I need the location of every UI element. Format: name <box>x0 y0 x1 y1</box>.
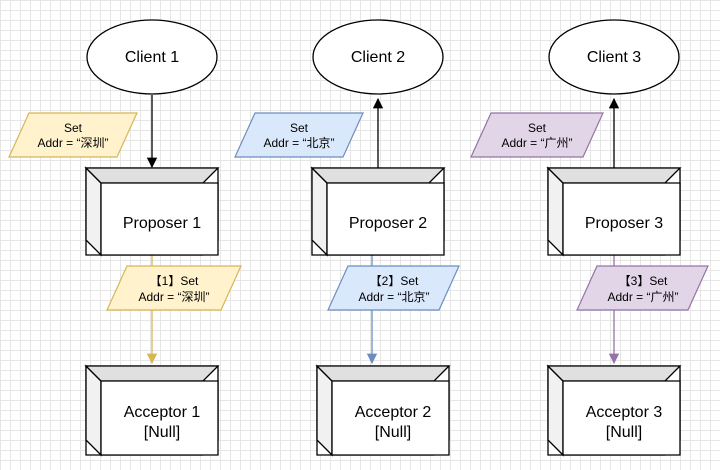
client-request-2[interactable]: Set Addr = “北京” <box>234 112 364 158</box>
client-request-1-line2: Addr = “深圳” <box>37 136 108 150</box>
proposal-2-line2: Addr = “北京” <box>358 290 429 304</box>
proposer-1-label: Proposer 1 <box>123 215 201 232</box>
acceptor-1-value: [Null] <box>144 424 180 441</box>
proposer-1[interactable]: Proposer 1 <box>84 166 220 257</box>
client-3-label: Client 3 <box>587 49 641 66</box>
proposal-3-line2: Addr = “广州” <box>607 290 678 304</box>
client-request-2-line1: Set <box>290 121 309 135</box>
proposal-2-line1: 【2】Set <box>370 274 419 288</box>
acceptor-2[interactable]: Acceptor 2 [Null] <box>315 364 451 457</box>
proposer-2-label: Proposer 2 <box>349 215 427 232</box>
acceptor-1[interactable]: Acceptor 1 [Null] <box>84 364 220 457</box>
proposal-1-line2: Addr = “深圳” <box>138 290 209 304</box>
client-request-1[interactable]: Set Addr = “深圳” <box>8 112 138 158</box>
client-1-label: Client 1 <box>125 49 179 66</box>
proposal-3-line1: 【3】Set <box>619 274 668 288</box>
client-request-2-line2: Addr = “北京” <box>263 136 334 150</box>
proposer-3[interactable]: Proposer 3 <box>546 166 682 257</box>
acceptor-3[interactable]: Acceptor 3 [Null] <box>546 364 682 457</box>
client-request-3[interactable]: Set Addr = “广州” <box>470 112 604 158</box>
client-request-3-line1: Set <box>528 121 547 135</box>
proposal-3[interactable]: 【3】Set Addr = “广州” <box>576 265 709 311</box>
client-request-3-line2: Addr = “广州” <box>501 136 572 150</box>
proposal-2[interactable]: 【2】Set Addr = “北京” <box>327 265 460 311</box>
acceptor-2-label: Acceptor 2 <box>355 404 432 421</box>
proposal-1[interactable]: 【1】Set Addr = “深圳” <box>106 265 242 311</box>
client-1[interactable]: Client 1 <box>86 19 218 95</box>
proposer-2[interactable]: Proposer 2 <box>310 166 446 257</box>
client-2[interactable]: Client 2 <box>312 19 444 95</box>
acceptor-1-label: Acceptor 1 <box>124 404 201 421</box>
acceptor-2-value: [Null] <box>375 424 411 441</box>
acceptor-3-label: Acceptor 3 <box>586 404 663 421</box>
acceptor-3-value: [Null] <box>606 424 642 441</box>
client-2-label: Client 2 <box>351 49 405 66</box>
proposer-3-label: Proposer 3 <box>585 215 663 232</box>
proposal-1-line1: 【1】Set <box>150 274 199 288</box>
client-request-1-line1: Set <box>64 121 83 135</box>
client-3[interactable]: Client 3 <box>548 19 680 95</box>
